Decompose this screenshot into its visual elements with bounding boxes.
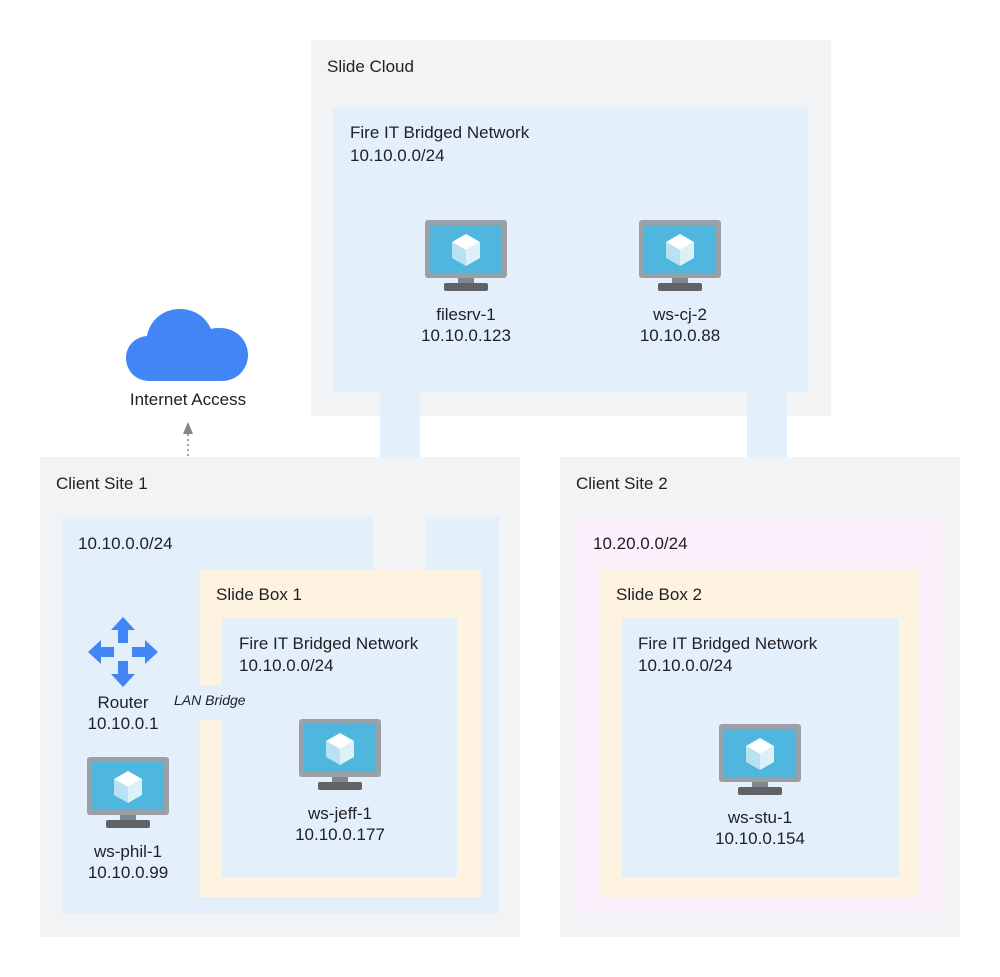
box-2-network-subnet: 10.10.0.0/24 — [638, 656, 733, 675]
box-2-network-name: Fire IT Bridged Network — [638, 634, 818, 653]
cloud-icon — [126, 309, 248, 381]
machine-name: ws-jeff-1 — [308, 804, 372, 823]
machine-ip: 10.10.0.177 — [295, 825, 385, 844]
machine-name: ws-cj-2 — [653, 305, 707, 324]
machine-label-ws-phil-1[interactable]: ws-phil-1 10.10.0.99 — [28, 841, 228, 883]
router-ip: 10.10.0.1 — [87, 714, 159, 733]
router-label[interactable]: Router 10.10.0.1 — [23, 692, 223, 734]
machine-label-ws-cj-2[interactable]: ws-cj-2 10.10.0.88 — [580, 304, 780, 346]
machine-ip: 10.10.0.123 — [421, 326, 511, 345]
machine-label-filesrv-1[interactable]: filesrv-1 10.10.0.123 — [366, 304, 566, 346]
vm-monitor-icon[interactable] — [87, 757, 169, 829]
machine-name: ws-phil-1 — [93, 842, 163, 861]
client-site-1-title: Client Site 1 — [56, 474, 148, 493]
slide-cloud-title: Slide Cloud — [327, 57, 414, 76]
slide-box-1-title: Slide Box 1 — [216, 585, 302, 604]
cloud-network-name: Fire IT Bridged Network — [350, 123, 530, 142]
machine-ip: 10.10.0.99 — [87, 863, 169, 882]
site-1-subnet: 10.10.0.0/24 — [78, 534, 173, 553]
client-site-2-title: Client Site 2 — [576, 474, 668, 493]
slide-box-2-title: Slide Box 2 — [616, 585, 702, 604]
machine-name: filesrv-1 — [436, 305, 496, 324]
router-name: Router — [97, 693, 149, 712]
vm-monitor-icon[interactable] — [719, 724, 801, 796]
machine-ip: 10.10.0.154 — [715, 829, 805, 848]
site-2-subnet: 10.20.0.0/24 — [593, 534, 688, 553]
cloud-bridged-network-zone — [333, 107, 808, 392]
cloud-network-subnet: 10.10.0.0/24 — [350, 146, 445, 165]
machine-ip: 10.10.0.88 — [639, 326, 721, 345]
vm-monitor-icon[interactable] — [639, 220, 721, 292]
lan-zone-notch — [373, 517, 426, 570]
router-icon[interactable] — [88, 617, 158, 687]
machine-label-ws-stu-1[interactable]: ws-stu-1 10.10.0.154 — [660, 807, 860, 849]
lan-bridge-label: LAN Bridge — [174, 692, 246, 708]
machine-name: ws-stu-1 — [727, 808, 793, 827]
lan-bridge-gap — [200, 685, 222, 720]
box-1-network-subnet: 10.10.0.0/24 — [239, 656, 334, 675]
machine-label-ws-jeff-1[interactable]: ws-jeff-1 10.10.0.177 — [240, 803, 440, 845]
vm-monitor-icon[interactable] — [299, 719, 381, 791]
box-1-network-name: Fire IT Bridged Network — [239, 634, 419, 653]
vm-monitor-icon[interactable] — [425, 220, 507, 292]
internet-access-label: Internet Access — [129, 390, 247, 409]
